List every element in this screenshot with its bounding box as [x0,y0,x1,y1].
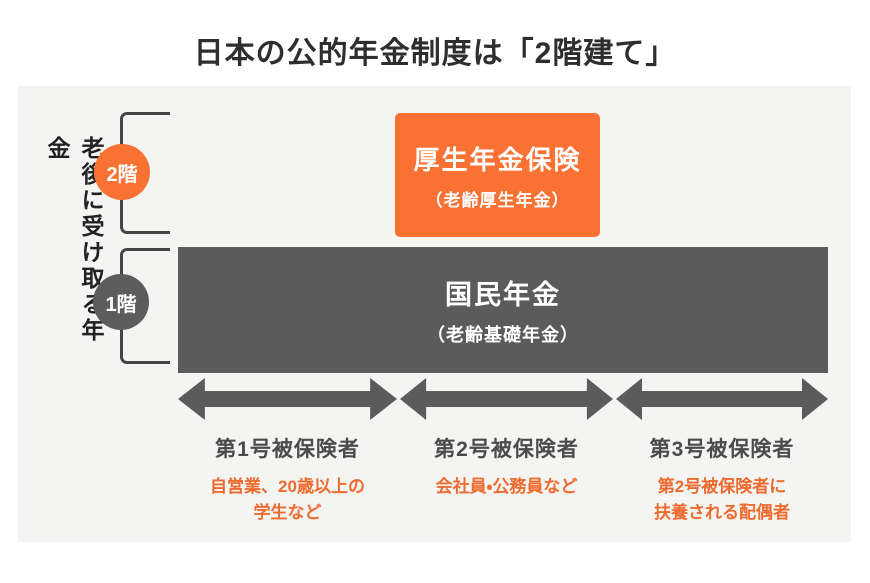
second-floor-badge-label: 2階 [106,163,138,186]
diagram-panel: 老後に受け取る年金 2階 1階 厚生年金保険 （老齢厚生年金） 国民年金 （老齢… [18,86,851,542]
category-3-column: 第3号被保険者 第2号被保険者に 扶養される配偶者 [616,378,828,527]
first-floor-badge-label: 1階 [105,293,137,316]
category-2-column: 第2号被保険者 会社員・公務員など [400,378,613,500]
second-floor-badge: 2階 [94,144,150,200]
category-1-label: 第1号被保険者 [215,438,360,461]
kosei-nenkin-title: 厚生年金保険 [413,144,582,175]
category-1-column: 第1号被保険者 自営業、20歳以上の 学生など [178,378,397,527]
kokumin-nenkin-subtitle: （老齢基礎年金） [427,325,579,345]
double-arrow-icon [178,378,397,420]
double-arrow-icon [400,378,613,420]
double-arrow-icon [616,378,828,420]
category-3-label: 第3号被保険者 [649,438,795,461]
kokumin-nenkin-title: 国民年金 [445,280,561,310]
category-2-label: 第2号被保険者 [434,438,579,461]
kosei-nenkin-subtitle: （老齢厚生年金） [425,190,570,210]
category-1-desc-line-2: 学生など [253,503,322,523]
page-title: 日本の公的年金制度は「2階建て」 [193,37,677,70]
first-floor-badge: 1階 [93,274,149,330]
category-3-desc-line-2: 扶養される配偶者 [654,503,790,523]
category-2-desc-line-1: 会社員・公務員など [435,477,578,496]
kokumin-nenkin-box: 国民年金 （老齢基礎年金） [178,247,828,373]
category-1-description: 自営業、20歳以上の 学生など [178,474,397,527]
category-3-description: 第2号被保険者に 扶養される配偶者 [616,474,828,527]
category-1-desc-line-1: 自営業、20歳以上の [210,477,365,496]
category-3-desc-line-1: 第2号被保険者に [657,477,787,496]
category-2-description: 会社員・公務員など [400,474,613,500]
kosei-nenkin-box: 厚生年金保険 （老齢厚生年金） [395,113,600,237]
